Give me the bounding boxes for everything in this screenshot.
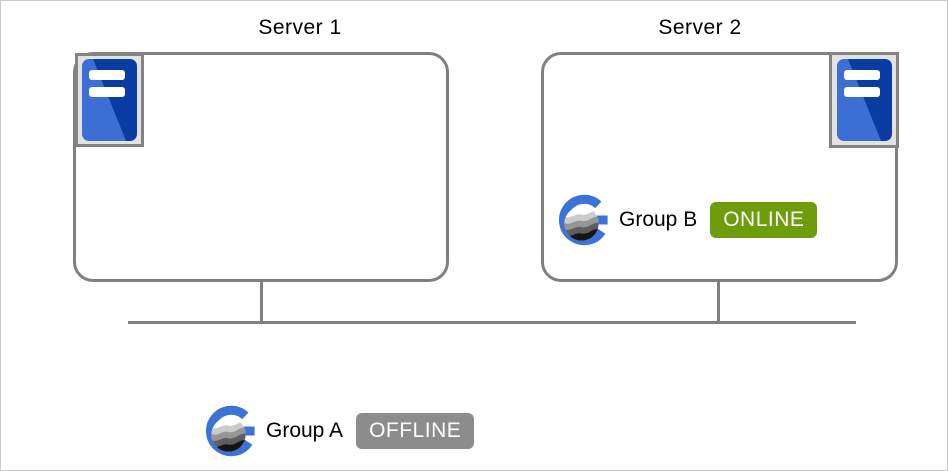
server-tower-icon [836,59,892,141]
server-1-title: Server 1 [258,16,342,39]
group-b-status-badge: ONLINE [710,202,818,238]
group-a-name: Group A [266,419,344,442]
group-b-node[interactable]: Group B ONLINE [559,193,818,247]
server-tower-icon [82,59,137,141]
network-bus-line [128,321,856,324]
globe-g-logo-icon [559,194,608,246]
group-a-node[interactable]: Group A OFFLINE [206,404,475,458]
server-1-icon-frame [75,53,144,147]
server-1-network-link-line [260,282,263,323]
group-a-status-badge: OFFLINE [356,413,475,449]
globe-g-logo-icon [206,405,255,457]
server-2-title: Server 2 [658,16,742,39]
group-b-name: Group B [619,208,698,231]
server-2-network-link-line [717,282,720,323]
server-2-icon-frame [829,52,899,148]
